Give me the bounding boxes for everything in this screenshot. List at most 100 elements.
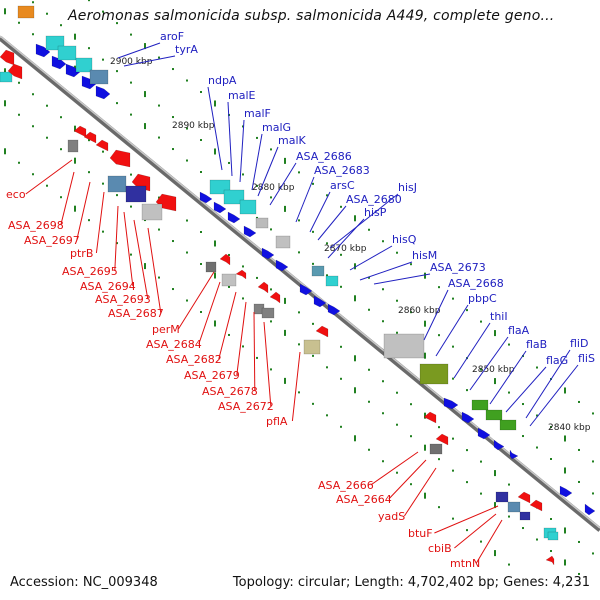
feature-box xyxy=(485,409,503,421)
feature-box xyxy=(89,69,109,85)
reverse-gene-label: ASA_2666 xyxy=(318,479,374,492)
reverse-gene-label: ASA_2697 xyxy=(24,234,80,247)
forward-gene-label: flaA xyxy=(508,324,530,337)
tick-mark xyxy=(326,242,328,245)
tick-mark xyxy=(270,148,272,151)
reverse-label-leader xyxy=(454,513,497,549)
tick-mark xyxy=(130,81,132,84)
reverse-cds-arrow xyxy=(83,131,97,144)
forward-label-leader xyxy=(489,350,527,405)
forward-label-leader xyxy=(359,261,413,281)
reverse-cds-arrow xyxy=(529,499,543,512)
forward-label-leader xyxy=(469,336,509,391)
tick-mark xyxy=(214,272,216,279)
feature-box xyxy=(471,399,489,411)
tick-mark xyxy=(88,0,90,2)
reverse-gene-label: ASA_2684 xyxy=(146,338,202,351)
tick-mark xyxy=(480,492,482,495)
tick-mark xyxy=(396,391,398,394)
tick-mark xyxy=(102,150,104,153)
tick-mark xyxy=(592,492,594,495)
tick-mark xyxy=(214,100,216,107)
tick-mark xyxy=(424,492,426,499)
tick-mark xyxy=(158,228,160,231)
forward-gene-label: aroF xyxy=(160,30,184,43)
tick-mark xyxy=(494,502,496,509)
forward-label-leader xyxy=(269,162,297,206)
tick-mark xyxy=(578,400,580,403)
tick-mark xyxy=(410,403,412,406)
tick-mark xyxy=(396,471,398,474)
reverse-label-leader xyxy=(95,191,105,254)
forward-gene-label: ASA_2686 xyxy=(296,150,352,163)
tick-mark xyxy=(172,116,174,119)
tick-mark xyxy=(312,230,314,233)
tick-mark xyxy=(242,345,244,348)
forward-label-leader xyxy=(317,205,347,241)
reverse-cds-arrow xyxy=(7,63,23,80)
tick-mark xyxy=(186,251,188,254)
tick-mark xyxy=(46,12,48,15)
tick-mark xyxy=(4,100,6,107)
label-leader-lines xyxy=(25,42,579,564)
reverse-gene-label: ptrB xyxy=(70,247,93,260)
forward-gene-label: hisM xyxy=(412,249,437,262)
reverse-label-leader xyxy=(123,211,134,287)
tick-mark xyxy=(102,182,104,185)
tick-mark xyxy=(200,171,202,173)
forward-label-leader xyxy=(309,191,331,233)
forward-label-leader xyxy=(505,366,547,413)
tick-mark xyxy=(74,125,76,132)
forward-gene-label: malG xyxy=(262,121,291,134)
tick-mark xyxy=(298,343,300,346)
tick-mark xyxy=(158,196,160,199)
tick-mark xyxy=(494,470,496,477)
kbp-marker: 2880 kbp xyxy=(252,183,295,193)
forward-label-leader xyxy=(295,176,315,223)
forward-label-leader xyxy=(453,322,491,379)
tick-mark xyxy=(438,458,440,461)
tick-mark xyxy=(578,448,580,451)
tick-mark xyxy=(480,320,482,323)
tick-mark xyxy=(116,70,118,73)
feature-box xyxy=(547,531,559,541)
tick-mark xyxy=(592,412,594,415)
forward-cds-arrow xyxy=(213,201,227,214)
reverse-cds-arrow xyxy=(73,125,87,138)
tick-mark xyxy=(550,518,552,520)
tick-mark xyxy=(578,480,580,483)
tick-mark xyxy=(522,403,524,406)
forward-gene-label: tyrA xyxy=(175,43,198,56)
reverse-label-leader xyxy=(177,271,215,330)
tick-mark xyxy=(88,139,90,142)
tick-mark xyxy=(46,104,48,107)
feature-box xyxy=(303,339,321,355)
tick-mark xyxy=(270,368,272,371)
tick-mark xyxy=(354,215,356,222)
reverse-label-leader xyxy=(388,459,427,500)
tick-mark xyxy=(424,320,426,327)
tick-mark xyxy=(466,529,468,532)
reverse-gene-label: ASA_2698 xyxy=(8,219,64,232)
forward-gene-label: malE xyxy=(228,89,256,102)
tick-mark xyxy=(46,184,48,187)
tick-mark xyxy=(382,380,384,383)
forward-label-leader xyxy=(525,349,571,419)
forward-label-leader xyxy=(329,193,399,249)
tick-mark xyxy=(396,251,398,254)
reverse-label-leader xyxy=(60,171,75,226)
reverse-label-leader xyxy=(114,205,119,272)
kbp-marker: 2900 kbp xyxy=(110,57,153,67)
tick-mark xyxy=(564,559,566,566)
forward-gene-label: hisQ xyxy=(392,233,417,246)
tick-mark xyxy=(158,104,160,107)
genome-info-text: Topology: circular; Length: 4,702,402 bp… xyxy=(232,575,590,590)
tick-mark xyxy=(32,173,34,176)
tick-mark xyxy=(18,21,20,24)
reverse-gene-label: ASA_2693 xyxy=(95,293,151,306)
forward-label-leader xyxy=(423,289,449,341)
reverse-label-leader xyxy=(475,519,503,564)
tick-mark xyxy=(186,79,188,82)
